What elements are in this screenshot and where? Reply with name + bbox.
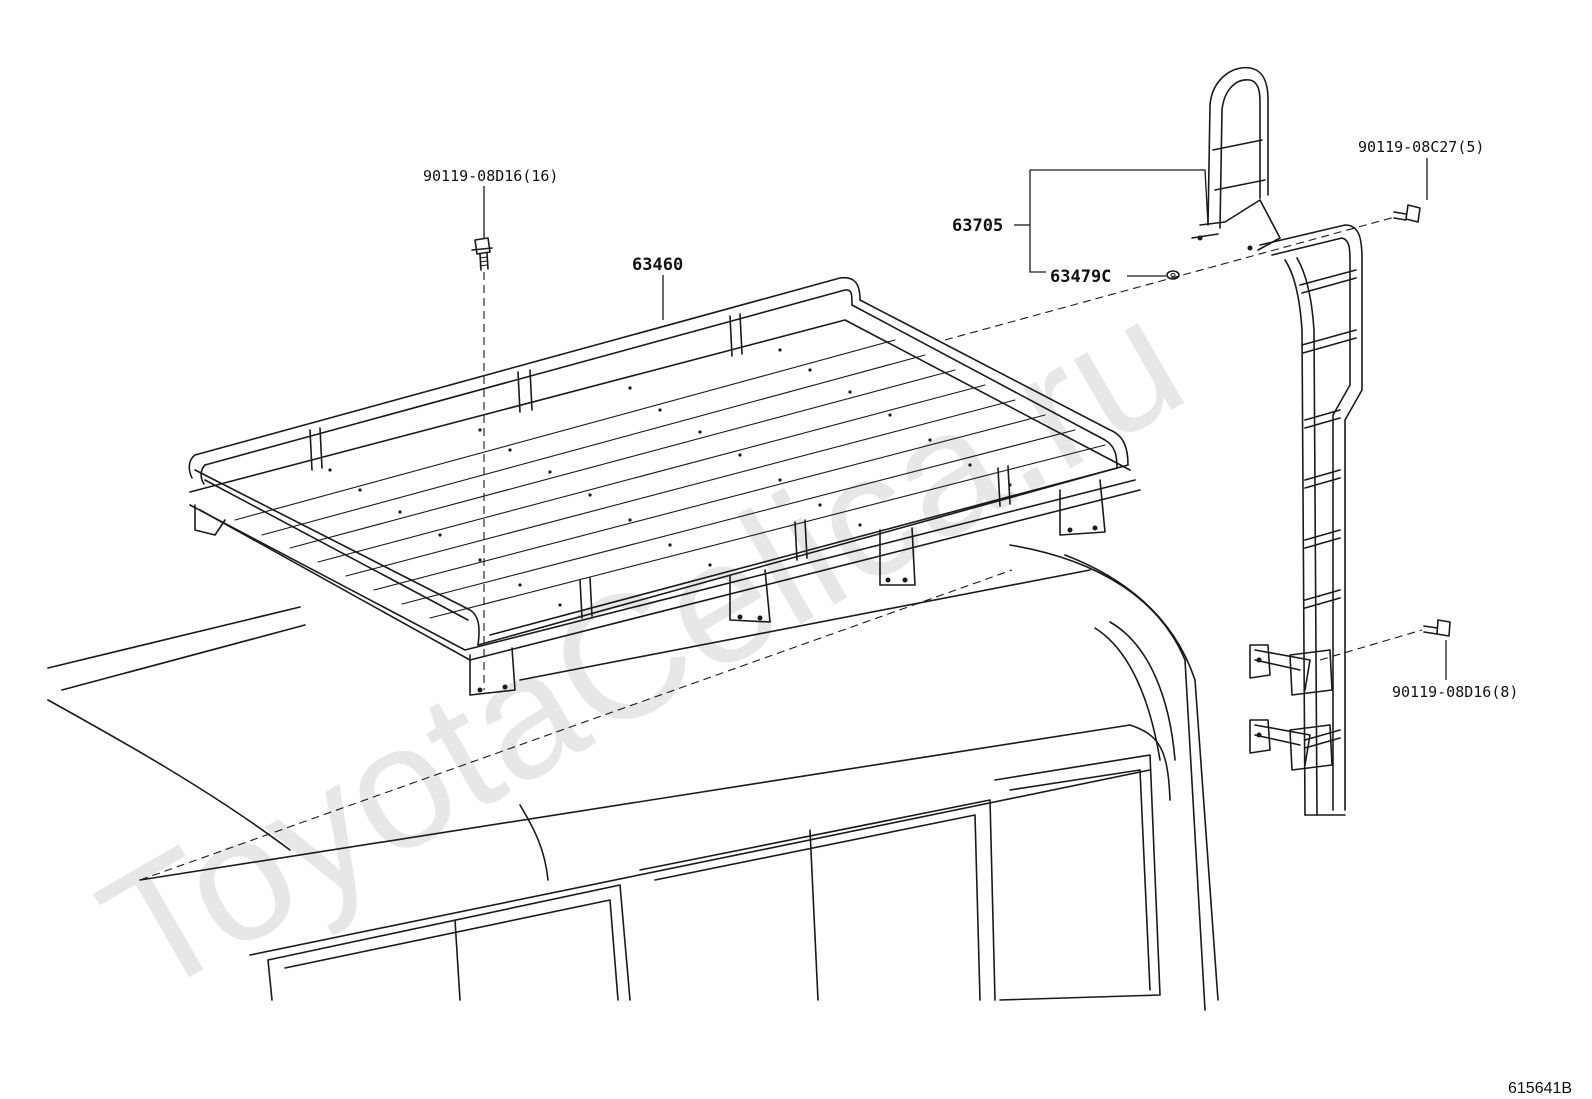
callout-bolt-ladder-bottom: 90119-08D16(8) (1392, 683, 1518, 701)
vehicle-body (47, 544, 1219, 1011)
callout-washer: 63479C (1050, 267, 1111, 287)
leader-lines (483, 158, 1447, 680)
rear-ladder (1191, 66, 1363, 816)
bolt-ladder-bottom-icon (1423, 619, 1451, 637)
callout-bolt-roof: 90119-08D16(16) (423, 167, 558, 185)
roof-rack (188, 276, 1141, 696)
deck-holes (328, 348, 1012, 607)
bolt-ladder-top-icon (1393, 204, 1421, 223)
reference-code: 615641B (1508, 1080, 1572, 1097)
bolt-roof-icon (471, 237, 493, 271)
alignment-lines (139, 216, 1423, 881)
callout-rack: 63460 (632, 255, 683, 275)
washer-icon (1166, 270, 1180, 280)
callout-ladder: 63705 (952, 216, 1003, 236)
rack-mount-feet (194, 479, 1106, 696)
callout-bolt-ladder-top: 90119-08C27(5) (1358, 138, 1484, 156)
watermark-text: ToyotaCelica.ru (72, 261, 1214, 1033)
